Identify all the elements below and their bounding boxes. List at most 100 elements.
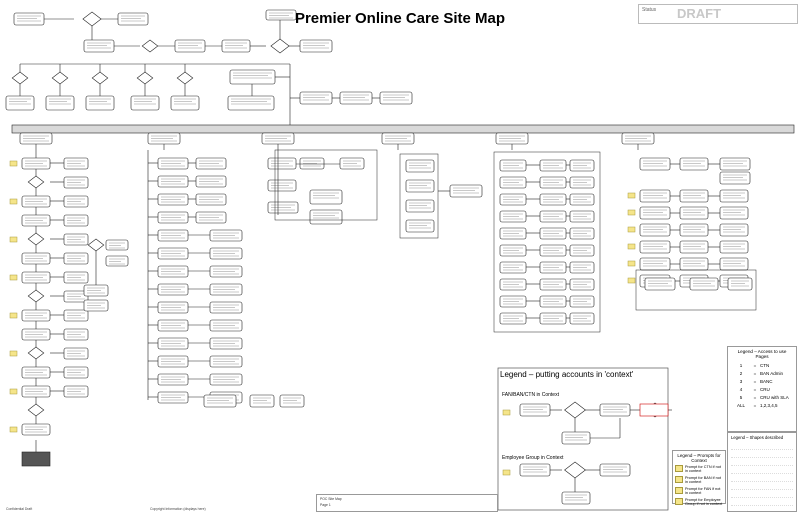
page-node	[105, 255, 129, 267]
page-node	[170, 95, 200, 111]
prompt-marker	[9, 426, 18, 433]
decision-node	[176, 71, 194, 85]
prompt-marker	[502, 409, 511, 416]
page-node	[379, 91, 413, 105]
page-node	[5, 95, 35, 111]
prompt-marker	[9, 198, 18, 205]
error-node	[639, 403, 669, 417]
page-node	[174, 39, 206, 53]
context-legend-sub1: FAN/BAN/CTN in Context	[502, 392, 559, 398]
page-node	[719, 189, 749, 203]
prompt-marker	[9, 236, 18, 243]
page-node	[449, 184, 483, 198]
status-label: Status	[642, 7, 657, 13]
title-block-project: POC Site Map	[320, 497, 342, 501]
page-node	[719, 223, 749, 237]
page-node	[519, 403, 551, 417]
page-node	[405, 179, 435, 193]
decision-node	[27, 175, 45, 189]
prompt-marker	[627, 260, 636, 267]
access-legend-row: 2=BAN Admin	[739, 370, 784, 376]
page-node	[229, 69, 276, 85]
prompt-marker	[627, 277, 636, 284]
access-legend-row: 4=CRU	[739, 386, 770, 392]
prompt-marker	[9, 388, 18, 395]
page-node	[130, 95, 160, 111]
decision-node	[27, 403, 45, 417]
page-node	[299, 39, 333, 53]
billing-group	[274, 149, 378, 221]
reports-group	[399, 153, 439, 239]
page-node	[719, 171, 751, 185]
page-node	[45, 95, 75, 111]
page-node	[599, 403, 631, 417]
prompt-marker	[9, 350, 18, 357]
title-block-page: Page 1	[320, 503, 331, 507]
page-node	[105, 239, 129, 251]
page-title: Premier Online Care Site Map	[294, 10, 506, 27]
invoice-group	[635, 269, 757, 311]
decision-node	[11, 71, 29, 85]
page-node	[227, 95, 275, 111]
page-node	[249, 394, 275, 408]
page-node	[679, 189, 709, 203]
context-legend-title: Legend – putting accounts in 'context'	[500, 370, 634, 379]
page-node	[679, 157, 709, 171]
prompt-marker	[9, 160, 18, 167]
page-node	[405, 219, 435, 233]
prompt-legend-item: Prompt for Employee Group if not in cont…	[673, 496, 725, 507]
page-node	[561, 431, 591, 445]
page-node	[309, 209, 343, 225]
page-node	[599, 463, 631, 477]
prompt-marker	[627, 226, 636, 233]
page-node	[265, 9, 297, 21]
page-node	[279, 394, 305, 408]
prompt-marker	[627, 209, 636, 216]
page-node	[679, 240, 709, 254]
page-node	[719, 206, 749, 220]
decision-node	[91, 71, 109, 85]
page-node	[519, 463, 551, 477]
page-node	[679, 223, 709, 237]
page-node	[679, 257, 709, 271]
footer-left: Confidential Draft	[6, 507, 33, 511]
footer: Confidential Draft Copyright Information…	[0, 506, 800, 515]
shapes-legend-title: Legend – Shapes described	[731, 435, 784, 440]
prompt-marker	[9, 274, 18, 281]
footer-center: Copyright Information (displays here)	[150, 507, 206, 511]
draft-stamp: DRAFT	[677, 6, 722, 21]
page-node	[83, 39, 115, 53]
page-node	[689, 277, 719, 291]
page-node	[405, 199, 435, 213]
page-node	[561, 491, 591, 505]
page-node	[405, 159, 435, 173]
prompt-legend-item: Prompt for FAN if not in context	[673, 485, 725, 496]
access-legend-row: 1=CTN	[739, 362, 770, 368]
decision-node	[270, 38, 290, 54]
page-node	[719, 240, 749, 254]
access-legend-row: 3=BANC	[739, 378, 773, 384]
prompt-legend: Legend – Prompts for Context Prompt for …	[672, 450, 726, 507]
page-node	[719, 257, 749, 271]
page-node	[727, 277, 753, 291]
prompt-marker	[627, 243, 636, 250]
settings-group	[493, 151, 601, 333]
access-legend-row: 5=CRU with SLA	[739, 394, 789, 400]
page-node	[309, 189, 343, 205]
access-legend: Legend – Access to use Pages 1=CTN 2=BAN…	[727, 346, 797, 432]
page-node	[221, 39, 251, 53]
page-node	[639, 157, 671, 171]
decision-node	[27, 232, 45, 246]
decision-node	[27, 346, 45, 360]
page-node	[679, 206, 709, 220]
page-node	[644, 277, 676, 291]
title-block: POC Site Map Page 1	[316, 494, 498, 512]
page-node	[639, 223, 671, 237]
decision-node	[27, 289, 45, 303]
prompt-marker	[502, 469, 511, 476]
decision-node	[87, 238, 105, 252]
page-node	[719, 157, 751, 171]
prompt-legend-item: Prompt for BAN if not in context	[673, 474, 725, 485]
